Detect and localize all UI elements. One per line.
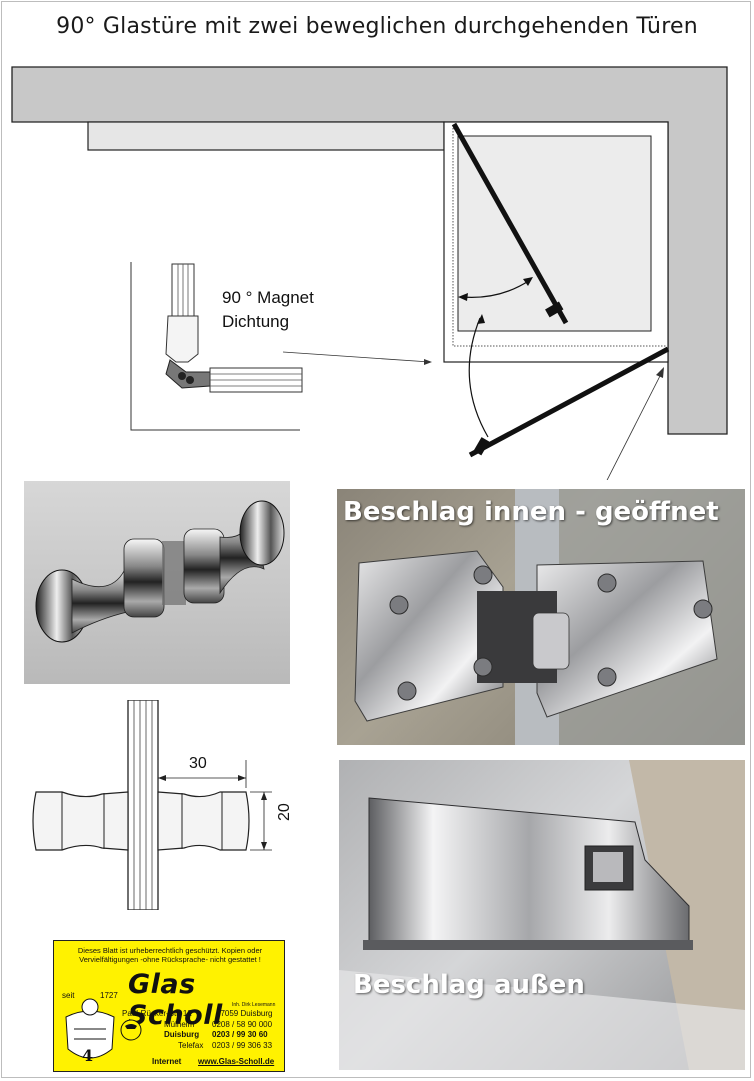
hinge-inside-illustration	[354, 489, 745, 745]
seal-dotted-line	[452, 125, 666, 347]
internet-label: Internet	[152, 1057, 182, 1066]
fax-label: Telefax	[178, 1041, 204, 1050]
seal-profile-vertical	[165, 315, 199, 363]
hinge-plate-left	[354, 550, 504, 722]
dimension-height-label: 20	[276, 803, 293, 821]
phone-badge-icon	[120, 1019, 142, 1041]
brand-name: Glas Scholl	[128, 969, 223, 1031]
knob-right-drawing	[157, 791, 250, 851]
hinge-outside-illustration	[339, 760, 745, 1070]
website-link[interactable]: www.Glas-Scholl.de	[198, 1057, 275, 1066]
knob-left-drawing	[32, 791, 129, 851]
magnet-seal	[165, 359, 211, 389]
pointer-line-hinge	[606, 371, 663, 480]
door-2-knob	[473, 437, 490, 456]
copyright-notice: Dieses Blatt ist urheberrechtlich geschü…	[77, 946, 263, 964]
hinge-outside-photo: Beschlag außen	[339, 760, 745, 1070]
phone-muelheim: 0208 / 58 90 000	[212, 1020, 273, 1029]
door-1-knob	[545, 301, 564, 318]
swing-arc-1	[461, 279, 531, 298]
city-muelheim: Mülheim	[164, 1020, 195, 1029]
crest-icon: 4	[65, 998, 115, 1065]
knob-cap-right	[239, 500, 285, 566]
knob-collar-right	[183, 528, 225, 604]
magnet-label-line2: Dichtung	[222, 312, 289, 331]
hinge-outside-label: Beschlag außen	[353, 970, 585, 1000]
phone-duisburg: 0203 / 99 30 60	[212, 1030, 268, 1039]
detail-frame	[130, 262, 300, 431]
glass-slot	[162, 541, 186, 605]
hinge-inside-label: Beschlag innen - geöffnet	[343, 497, 719, 527]
address-city: 47059 Duisburg	[216, 1009, 273, 1018]
door-floor-plan: 90 ° Magnet Dichtung	[11, 66, 728, 480]
pointer-line-seal	[282, 351, 431, 363]
wall-ledge	[87, 121, 445, 151]
fax-number: 0203 / 99 306 33	[212, 1041, 273, 1050]
magnet-label-line1: 90 ° Magnet	[222, 288, 314, 307]
page-title: 90° Glastüre mit zwei beweglichen durchg…	[56, 14, 698, 39]
swing-arc-2	[468, 317, 489, 438]
address-street: Paul-Rücker-Str. 12	[122, 1009, 192, 1018]
knob-collar-left	[123, 538, 165, 618]
company-ad: Dieses Blatt ist urheberrechtlich geschü…	[53, 940, 285, 1072]
knob-photo	[24, 481, 290, 684]
dimension-width-label: 30	[189, 755, 207, 772]
city-duisburg: Duisburg	[164, 1030, 200, 1039]
door-panel-1	[451, 122, 569, 325]
glass-edge-bottom	[363, 940, 693, 950]
glass-pane	[127, 700, 159, 910]
knob-illustration	[35, 500, 285, 643]
since-year: 1727	[100, 991, 118, 1000]
svg-text:4: 4	[82, 1046, 93, 1065]
since-label: seit	[62, 991, 75, 1000]
owner-name: Inh. Dirk Lesemann	[232, 1002, 276, 1008]
knob-technical-drawing: 30 20	[32, 700, 293, 910]
hinge-inside-photo: Beschlag innen - geöffnet	[337, 489, 745, 745]
door-panel-2	[468, 346, 670, 458]
